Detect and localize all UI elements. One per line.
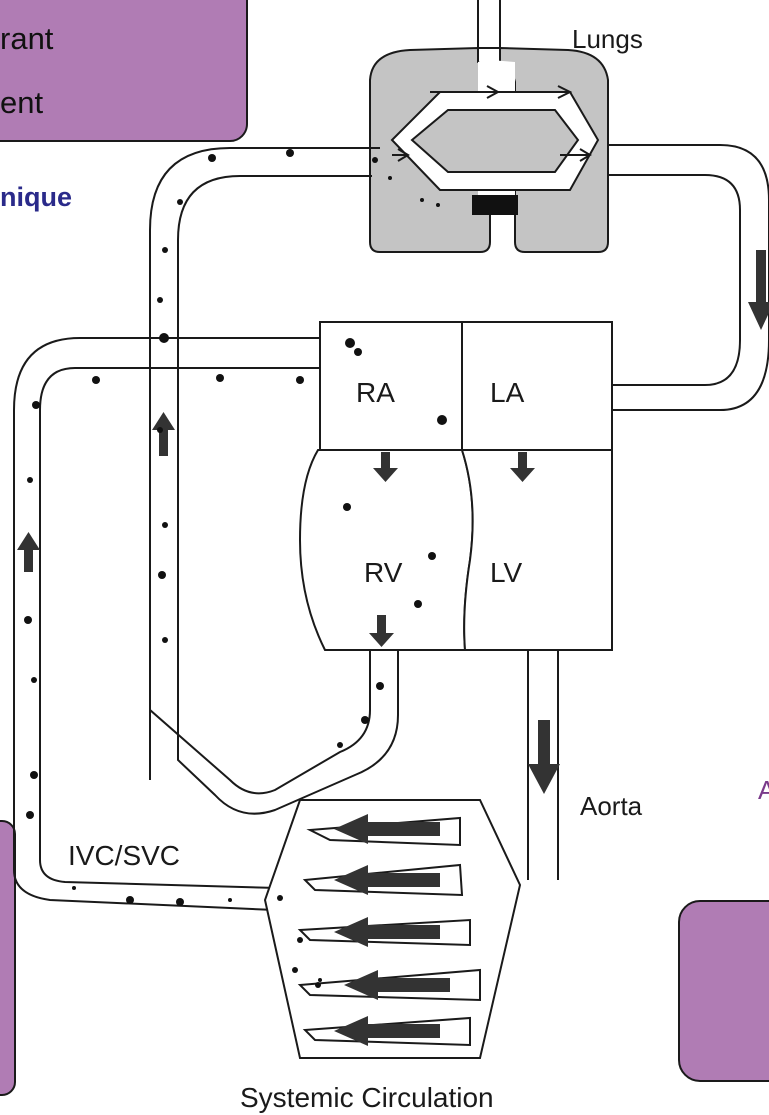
label-ivc-svc: IVC/SVC — [68, 840, 180, 871]
systemic-vein-inner — [40, 368, 320, 888]
rv-outflow-outer — [150, 640, 370, 793]
heart — [300, 322, 612, 650]
arrow-aorta — [528, 720, 560, 794]
arrow-pulm-vein — [748, 250, 769, 330]
label-la: LA — [490, 377, 525, 408]
label-rv: RV — [364, 557, 403, 588]
left-ventricle — [462, 450, 612, 650]
arrow-pulm-up — [152, 412, 175, 456]
trachea — [478, 0, 500, 48]
label-lungs: Lungs — [572, 24, 643, 54]
rv-outflow-inner — [178, 640, 398, 814]
label-ra: RA — [356, 377, 395, 408]
label-aorta: Aorta — [580, 791, 643, 821]
pulmonary-vein-outer — [608, 145, 769, 410]
heart-shadow — [472, 195, 518, 215]
label-lv: LV — [490, 557, 522, 588]
arrow-vein-up — [17, 532, 40, 572]
left-atrium — [462, 322, 612, 450]
label-systemic: Systemic Circulation — [240, 1082, 494, 1113]
pulmonary-vein-inner — [608, 175, 740, 385]
